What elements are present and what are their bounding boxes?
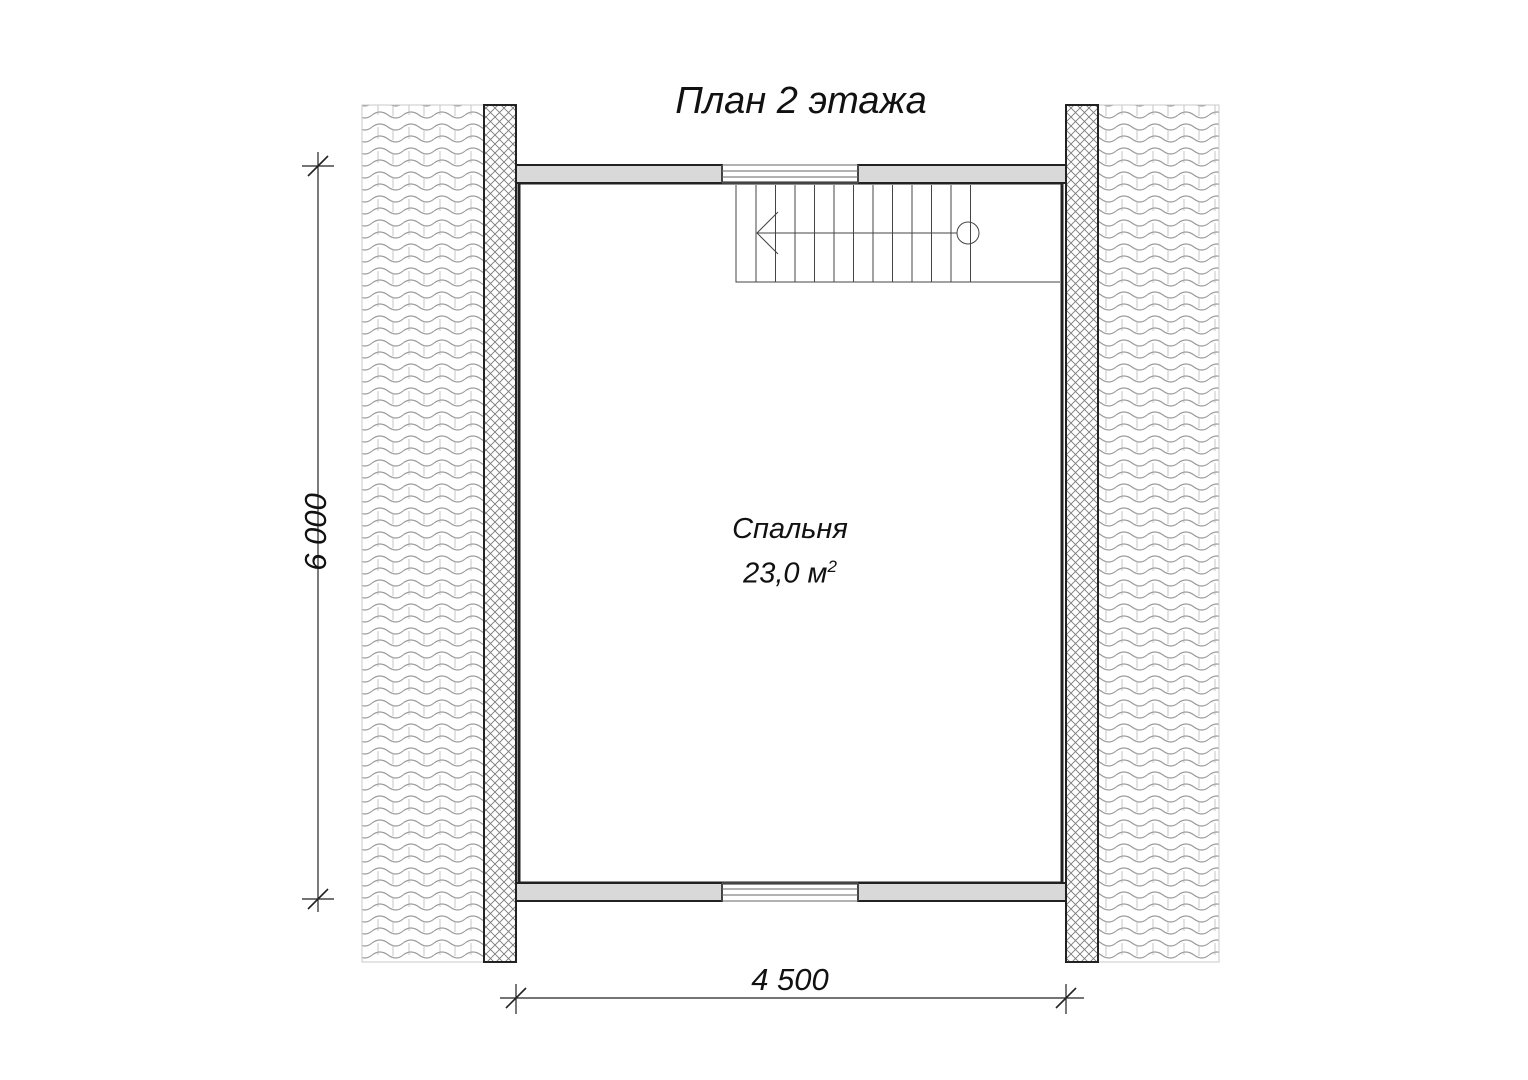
roof-slope-left — [361, 104, 485, 963]
room-name: Спальня — [732, 513, 848, 545]
dimension-width-label: 4 500 — [751, 962, 829, 997]
window-top — [721, 164, 859, 184]
room-area-value: 23,0 м — [743, 557, 828, 590]
window-bottom — [721, 882, 859, 902]
gable-wall-top — [515, 164, 1067, 184]
knee-wall-left — [483, 104, 517, 963]
roof-slope-right — [1097, 104, 1220, 963]
staircase — [735, 185, 1060, 283]
plan-title: План 2 этажа — [675, 80, 927, 122]
gable-wall-bottom — [515, 882, 1067, 902]
dimension-line-height — [302, 152, 334, 912]
room-area: 23,0 м2 — [690, 548, 890, 593]
room-outline — [517, 181, 1064, 885]
dimension-height-label: 6 000 — [298, 493, 333, 571]
room-label: Спальня 23,0 м2 — [690, 510, 890, 593]
knee-wall-right — [1065, 104, 1099, 963]
dimension-line-width — [500, 984, 1084, 1014]
room-area-unit-exponent: 2 — [827, 557, 837, 576]
